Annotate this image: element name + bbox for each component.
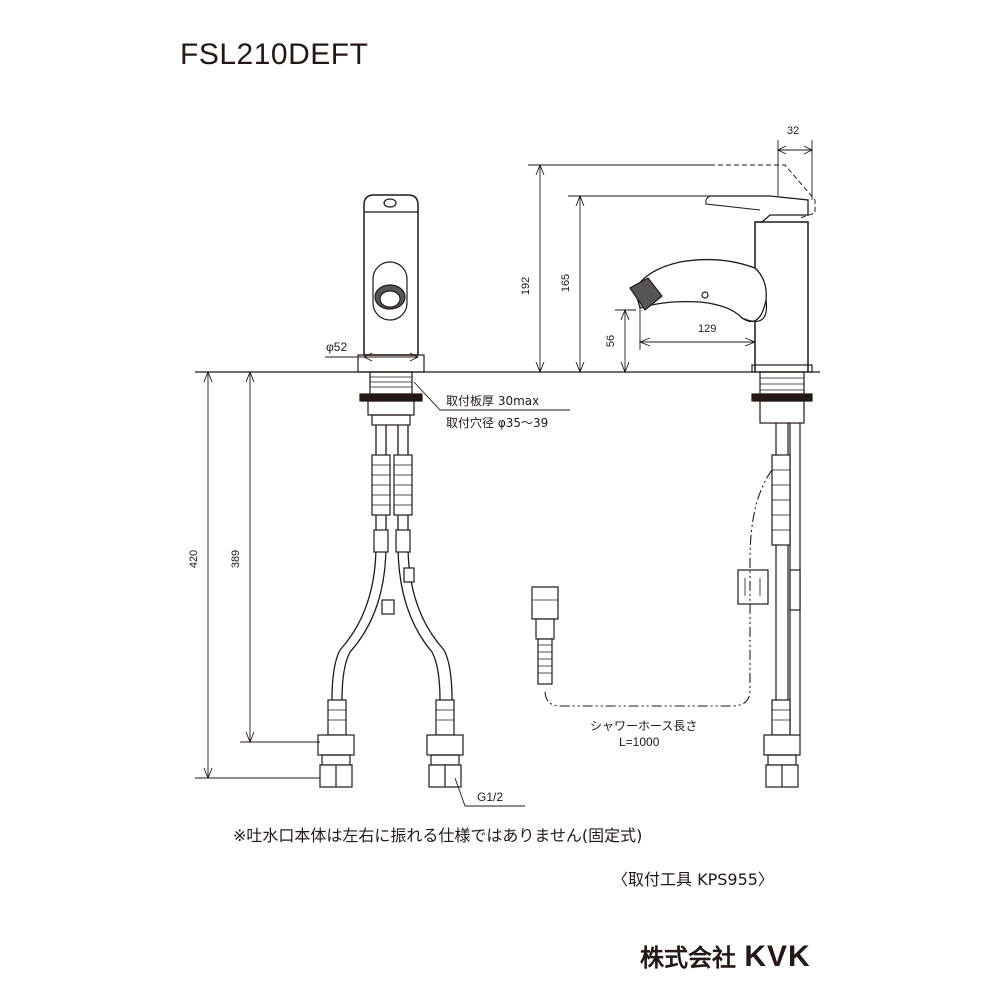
hole-diameter-label: 取付穴径 φ35～39 — [446, 416, 549, 430]
dimension-32: 32 — [787, 125, 800, 137]
fixed-spout-note: ※吐水口本体は左右に振れる仕様ではありません(固定式) — [233, 826, 643, 845]
plate-thickness-label: 取付板厚 30max — [446, 394, 540, 408]
hose-length-title: シャワーホース長さ — [590, 719, 698, 733]
dimension-389: 389 — [230, 549, 243, 569]
brand-name: KVK — [744, 940, 811, 973]
dimension-192: 192 — [520, 276, 533, 296]
dimension-129: 129 — [698, 323, 717, 335]
dimension-lines-left — [195, 340, 570, 807]
hose-length-value: L=1000 — [619, 735, 660, 749]
faucet-side-view — [531, 140, 816, 788]
dimension-420: 420 — [188, 549, 201, 569]
faucet-front-view — [317, 194, 464, 788]
dimension-lines-right — [528, 145, 814, 374]
dimension-56: 56 — [605, 334, 618, 348]
thread-label: G1/2 — [477, 790, 504, 804]
brand-company: 株式会社 — [640, 944, 736, 972]
mounting-tool-note: 〈取付工具 KPS955〉 — [612, 870, 774, 889]
model-title: FSL210DEFT — [180, 38, 369, 71]
brand-logo: 株式会社 KVK — [640, 938, 811, 974]
dimension-phi52: φ52 — [326, 340, 348, 354]
dimension-165: 165 — [560, 273, 573, 293]
